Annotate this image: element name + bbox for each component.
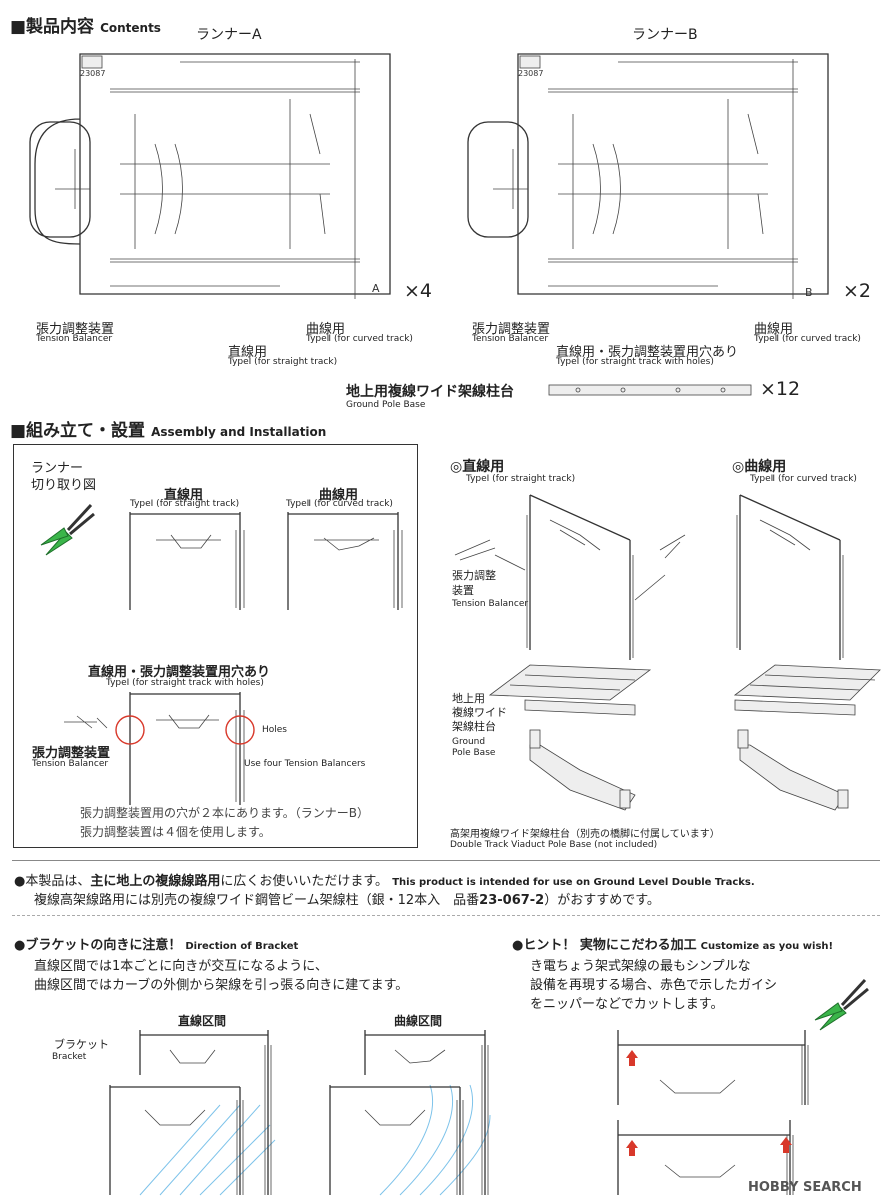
runner-b-label: ランナーB xyxy=(632,27,698,43)
runner-a-label: ランナーA xyxy=(196,27,262,43)
runner-cut-box xyxy=(13,444,418,848)
bracket-heading-jp: ●ブラケットの向きに注意！ xyxy=(14,938,182,953)
notice-line-1-bold: 主に地上の複線線路用 xyxy=(90,874,221,889)
cut-type2-pole xyxy=(287,512,403,610)
runner-a-code: 23087 xyxy=(80,69,105,78)
cut-tension-en: Tension Balancer xyxy=(32,759,109,769)
bracket-text-2: 曲線区間ではカーブの外側から架線を引っ張る向きに建てます。 xyxy=(34,978,409,993)
straight-section-diagram xyxy=(109,1030,276,1196)
cut-type2-jp: 曲線用 xyxy=(319,488,359,503)
right-type1-jp: ◎直線用 xyxy=(450,459,505,475)
notice-line-2: 複線高架線路用には別売の複線ワイド鋼管ビーム架線柱（銀・12本入 品番23-06… xyxy=(34,889,660,908)
notice-line-1: ●本製品は、主に地上の複線線路用に広くお使いいただけます。 This produ… xyxy=(14,870,755,889)
runner-a-straight-en: TypeⅠ (for straight track) xyxy=(228,357,338,367)
runner-b-curved-jp: 曲線用 xyxy=(754,322,794,337)
type1-assembly-diagram xyxy=(454,494,686,811)
runner-a-tension-en: Tension Balancer xyxy=(36,334,113,344)
runner-a-curved-en: TypeⅡ (for curved track) xyxy=(306,334,413,344)
contents-heading-jp: ■製品内容 xyxy=(10,17,95,37)
nippers-icon xyxy=(40,503,95,556)
bracket-heading-en: Direction of Bracket xyxy=(185,941,299,952)
runner-cut-label: ランナー 切り取り図 xyxy=(31,461,97,493)
cut-type1-jp: 直線用 xyxy=(164,488,204,503)
ground-base-en: Ground Pole Base xyxy=(452,737,496,758)
runner-b-diagram: 23087 B xyxy=(467,53,829,299)
assembly-note-1: 張力調整装置用の穴が２本にあります。（ランナーB） xyxy=(80,806,370,820)
hint-diagram xyxy=(617,1030,809,1195)
cut-type1-en: TypeⅠ (for straight track) xyxy=(130,499,240,509)
runner-a-straight-jp: 直線用 xyxy=(228,345,268,360)
runner-b-mark: B xyxy=(805,286,813,299)
assembly-heading-jp: ■組み立て・設置 xyxy=(10,421,146,441)
assembly-heading: ■組み立て・設置 Assembly and Installation xyxy=(10,416,326,441)
hint-text-3: をニッパーなどでカットします。 xyxy=(530,997,724,1012)
runner-b-holes-jp: 直線用・張力調整装置用穴あり xyxy=(556,345,739,360)
hint-nippers-icon xyxy=(814,978,869,1031)
notice-line-2-text: 複線高架線路用には別売の複線ワイド鋼管ビーム架線柱（銀・12本入 品番 xyxy=(34,893,480,908)
straight-section-label: 直線区間 xyxy=(178,1014,227,1028)
cut-type2-en: TypeⅡ (for curved track) xyxy=(286,499,393,509)
pole-base-en: Ground Pole Base xyxy=(346,400,426,410)
cut-holes-en: TypeⅠ (for straight track with holes) xyxy=(106,678,264,688)
notice-line-2-code: 23-067-2 xyxy=(479,893,545,908)
notice-line-1-en: This product is intended for use on Grou… xyxy=(392,877,755,888)
tension-balancer-icon xyxy=(64,715,108,729)
cut-holes-pole xyxy=(115,692,255,805)
pole-base-qty: ×12 xyxy=(760,378,801,400)
bracket-text-1: 直線区間では1本ごとに向きが交互になるように、 xyxy=(34,959,328,974)
right-type2-en: TypeⅡ (for curved track) xyxy=(750,474,857,484)
cut-tension-jp: 張力調整装置 xyxy=(32,746,111,761)
runner-b-tension-en: Tension Balancer xyxy=(472,334,549,344)
type2-assembly-diagram xyxy=(733,494,881,811)
divider-2 xyxy=(12,915,880,916)
contents-heading: ■製品内容 Contents xyxy=(10,12,161,37)
runner-b-tension-jp: 張力調整装置 xyxy=(472,322,551,337)
runner-b-curved-en: TypeⅡ (for curved track) xyxy=(754,334,861,344)
divider-1 xyxy=(12,860,880,861)
right-type1-en: TypeⅠ (for straight track) xyxy=(466,474,576,484)
curved-section-label: 曲線区間 xyxy=(394,1014,443,1028)
hint-heading-jp: ●ヒント！ 実物にこだわる加工 xyxy=(512,938,697,953)
viaduct-base-en: Double Track Viaduct Pole Base (not incl… xyxy=(450,840,658,850)
cut-holes-jp: 直線用・張力調整装置用穴あり xyxy=(88,665,271,680)
watermark: HOBBY SEARCH xyxy=(748,1180,862,1195)
right-type2-jp: ◎曲線用 xyxy=(732,459,787,475)
runner-a-diagram: 23087 A xyxy=(29,53,391,299)
assembly-note-2: 張力調整装置は４個を使用します。 xyxy=(80,825,271,839)
ground-base-jp: 地上用 複線ワイド 架線柱台 xyxy=(452,692,507,733)
runner-b-qty: ×2 xyxy=(843,280,872,302)
runner-a-mark: A xyxy=(372,282,380,295)
right-tension-jp: 張力調整 装置 xyxy=(452,569,496,597)
hint-heading-en: Customize as you wish! xyxy=(700,941,834,952)
runner-a-tension-jp: 張力調整装置 xyxy=(36,322,115,337)
holes-label: Holes xyxy=(262,725,288,735)
bracket-label-jp: ブラケット xyxy=(54,1038,109,1051)
runner-a-qty: ×4 xyxy=(404,280,433,302)
right-tension-en: Tension Balancer xyxy=(452,599,529,609)
assembly-heading-en: Assembly and Installation xyxy=(151,425,327,439)
runner-b-code: 23087 xyxy=(518,69,543,78)
bracket-label-en: Bracket xyxy=(52,1052,87,1062)
hint-text-1: き電ちょう架式架線の最もシンプルな xyxy=(530,959,751,974)
notice-line-2-post: ）がおすすめです。 xyxy=(544,893,660,908)
use-four-label: Use four Tension Balancers xyxy=(244,759,366,769)
pole-base-part xyxy=(548,384,752,396)
contents-heading-en: Contents xyxy=(100,21,161,35)
notice-line-1-post: に広くお使いいただけます。 xyxy=(220,874,389,889)
runner-b-holes-en: TypeⅠ (for straight track with holes) xyxy=(556,357,714,367)
notice-line-1-pre: ●本製品は、 xyxy=(14,874,91,889)
hint-text-2: 設備を再現する場合、赤色で示したガイシ xyxy=(530,978,778,993)
viaduct-base-jp: 高架用複線ワイド架線柱台（別売の橋脚に付属しています） xyxy=(450,829,720,840)
runner-a-curved-jp: 曲線用 xyxy=(306,322,346,337)
pole-base-jp: 地上用複線ワイド架線柱台 xyxy=(346,384,514,400)
bracket-heading: ●ブラケットの向きに注意！Direction of Bracket xyxy=(14,934,298,953)
curved-section-diagram xyxy=(329,1030,491,1196)
cut-type1-pole xyxy=(129,512,245,610)
